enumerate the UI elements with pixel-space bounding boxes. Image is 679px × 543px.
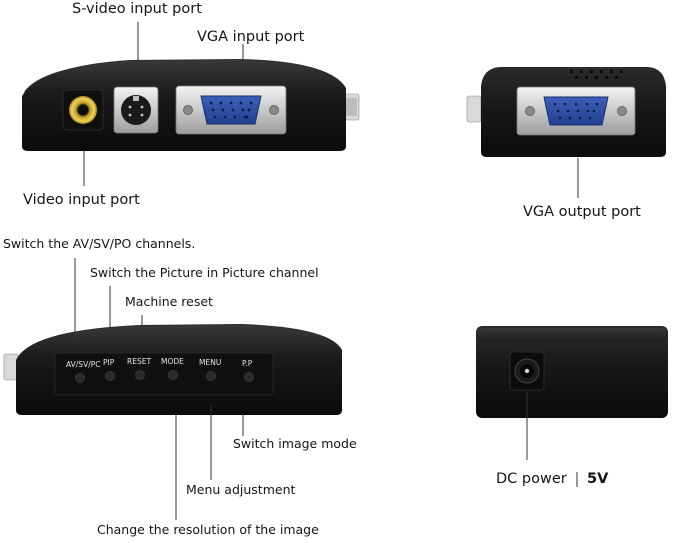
label-switch-pip-channel: Switch the Picture in Picture channel [90, 265, 319, 280]
device-power-side [476, 326, 668, 418]
label-voltage: 5V [587, 471, 609, 487]
pip-button[interactable] [105, 371, 115, 381]
label-machine-reset: Machine reset [125, 294, 213, 309]
device-output-side [466, 67, 666, 157]
device-button-side [3, 324, 342, 415]
mode-button[interactable] [168, 370, 178, 380]
button-label-reset: RESET [127, 357, 152, 366]
button-label-menu: MENU [199, 358, 222, 367]
dc-power-jack-icon [509, 351, 545, 391]
button-label-avsvpc: AV/SV/PC [66, 360, 101, 369]
leader-lines-bottom [74, 258, 244, 520]
label-switch-av-channels: Switch the AV/SV/PO channels. [3, 236, 196, 251]
vent-slots [570, 70, 623, 79]
vga-output-port-icon [516, 86, 636, 136]
button-panel [54, 352, 274, 396]
label-dc-power: DC power [496, 471, 567, 487]
button-label-pip: PIP [103, 358, 115, 367]
label-change-resolution: Change the resolution of the image [97, 522, 319, 537]
vga-input-port-icon [175, 85, 287, 135]
rca-port-icon [62, 89, 104, 131]
menu-button[interactable] [206, 371, 216, 381]
label-switch-image-mode: Switch image mode [233, 436, 357, 451]
label-vga-input-port: VGA input port [197, 29, 305, 45]
reset-button[interactable] [135, 370, 145, 380]
s-video-port-icon [113, 86, 159, 134]
label-vga-output-port: VGA output port [523, 204, 641, 220]
pp-button[interactable] [244, 372, 254, 382]
leader-lines-top [83, 22, 244, 186]
avsvpc-button[interactable] [75, 373, 85, 383]
label-menu-adjustment: Menu adjustment [186, 482, 296, 497]
device-input-side [22, 59, 360, 151]
button-label-mode: MODE [161, 357, 184, 366]
label-s-video-input-port: S-video input port [72, 1, 202, 17]
button-label-pp: P.P [242, 359, 253, 368]
label-video-input-port: Video input port [23, 192, 140, 208]
